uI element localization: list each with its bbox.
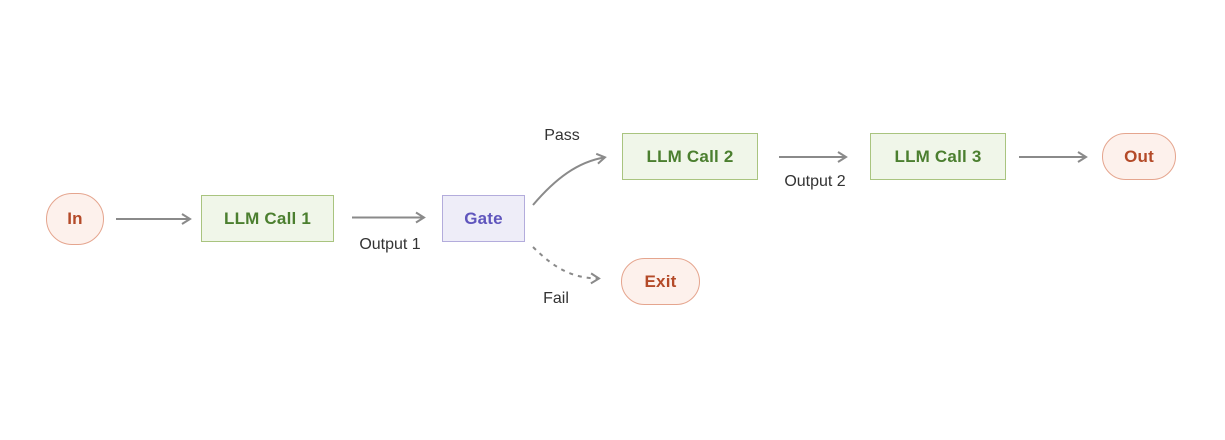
- node-in: In: [46, 193, 104, 245]
- node-out: Out: [1102, 133, 1176, 180]
- node-exit: Exit: [621, 258, 700, 305]
- edge-gate-to-exit-fail: [532, 246, 601, 285]
- node-llm-call-3: LLM Call 3: [870, 133, 1006, 180]
- node-gate: Gate: [442, 195, 525, 242]
- node-out-label: Out: [1124, 146, 1154, 166]
- edge-label-output-1: Output 1: [359, 236, 421, 253]
- node-llm-call-2-label: LLM Call 2: [646, 146, 734, 166]
- edge-label-fail: Fail: [543, 290, 569, 307]
- node-llm-call-1-label: LLM Call 1: [223, 208, 311, 228]
- node-llm-call-1: LLM Call 1: [201, 195, 334, 242]
- node-llm-call-3-label: LLM Call 3: [894, 146, 982, 166]
- node-in-label: In: [67, 209, 83, 228]
- node-gate-label: Gate: [464, 208, 503, 228]
- node-llm-call-2: LLM Call 2: [622, 133, 758, 180]
- node-exit-label: Exit: [644, 271, 677, 291]
- edge-label-output-2: Output 2: [784, 173, 846, 190]
- edge-label-pass: Pass: [544, 127, 580, 144]
- edge-gate-to-llm-call-2-pass: [532, 152, 607, 206]
